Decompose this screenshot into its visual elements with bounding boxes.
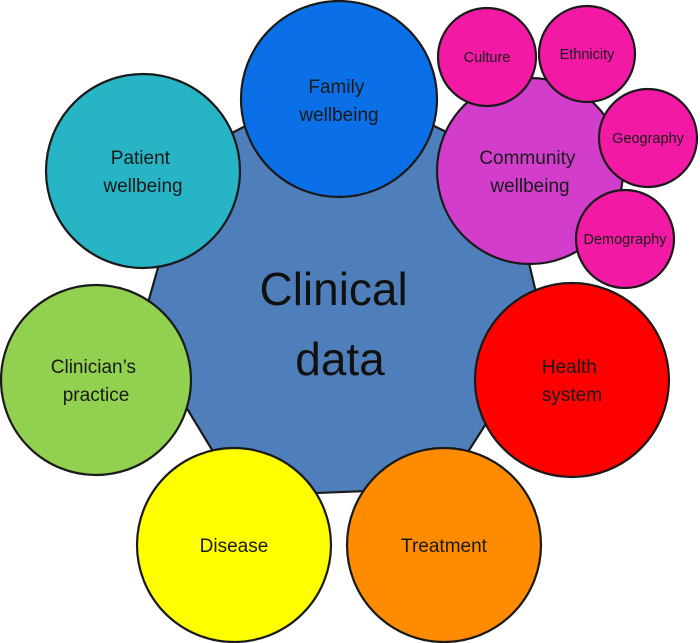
node-patient-wellbeing: Patient wellbeing: [44, 72, 242, 270]
geography-label: Geography: [612, 131, 684, 147]
geography-circle: [597, 87, 699, 189]
culture-label: Culture: [464, 50, 511, 66]
health-system-circle: [473, 281, 671, 479]
node-clinicians-practice: Clinician’s practice: [0, 283, 193, 477]
family-wellbeing-circle: [239, 0, 439, 199]
subnode-culture: Culture: [436, 6, 538, 108]
ethnicity-circle: [537, 4, 637, 104]
treatment-label: Treatment: [401, 536, 488, 557]
center-title-line-1: Clinical: [259, 263, 407, 315]
ethnicity-label: Ethnicity: [560, 47, 616, 63]
node-disease: Disease: [135, 446, 333, 643]
culture-circle: [436, 6, 538, 108]
disease-label: Disease: [200, 536, 269, 557]
clinicians-practice-circle: [0, 283, 193, 477]
center-title: Clinical data: [259, 263, 420, 385]
disease-circle: [135, 446, 333, 643]
clinicians-practice-label: Clinician’s practice: [51, 357, 141, 406]
health-system-label: Health system: [542, 357, 602, 406]
subnode-geography: Geography: [597, 87, 699, 189]
demography-circle: [574, 188, 676, 290]
node-health-system: Health system: [473, 281, 671, 479]
patient-wellbeing-label: Patient wellbeing: [102, 148, 182, 197]
patient-wellbeing-circle: [44, 72, 242, 270]
community-wellbeing-label: Community wellbeing: [479, 148, 580, 197]
treatment-circle: [345, 446, 543, 643]
node-treatment: Treatment: [345, 446, 543, 643]
center-title-line-2: data: [295, 333, 385, 385]
subnode-ethnicity: Ethnicity: [537, 4, 637, 104]
family-wellbeing-label: Family wellbeing: [298, 77, 378, 126]
subnode-demography: Demography: [574, 188, 676, 290]
demography-label: Demography: [583, 232, 667, 248]
node-family-wellbeing: Family wellbeing: [239, 0, 439, 199]
